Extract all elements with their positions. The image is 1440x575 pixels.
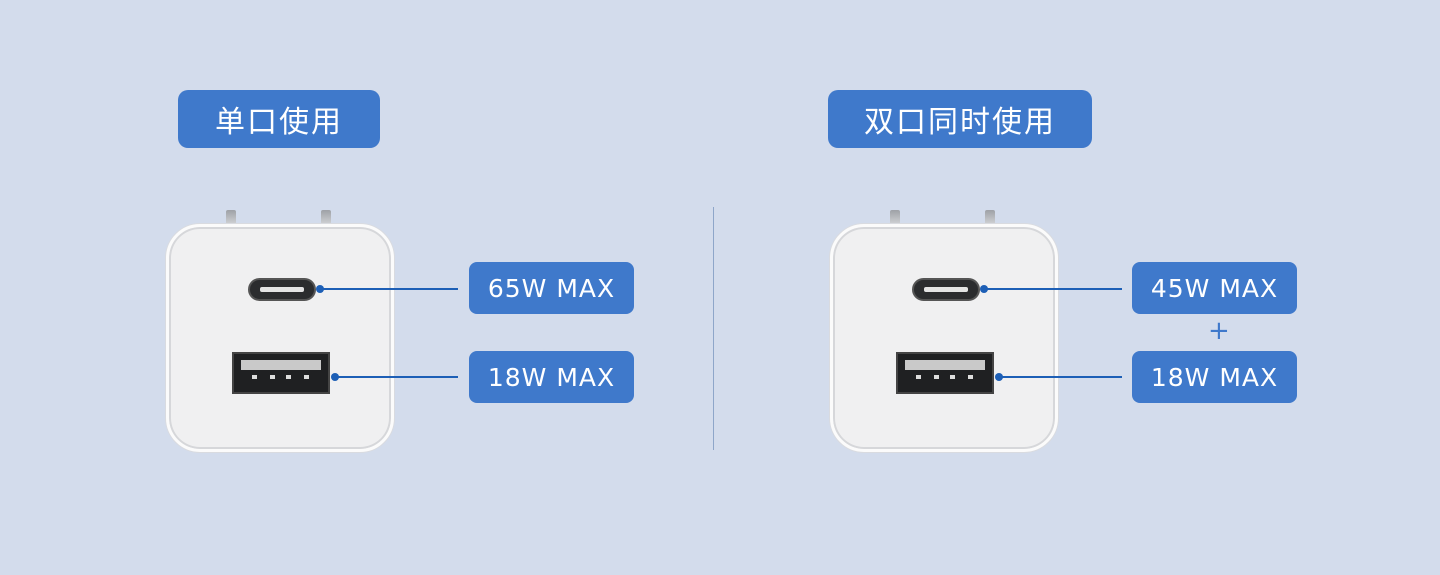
- plug-prong: [321, 210, 331, 224]
- connector-line: [335, 376, 458, 378]
- plug-prong: [985, 210, 995, 224]
- usb-c-port: [912, 278, 980, 301]
- plus-sign: +: [1208, 316, 1230, 346]
- connector-line: [320, 288, 458, 290]
- connector-line: [984, 288, 1122, 290]
- usb-c-power-label: 65W MAX: [469, 262, 634, 314]
- charger-body: [830, 224, 1058, 452]
- usb-c-power-label: 45W MAX: [1132, 262, 1297, 314]
- usb-c-port: [248, 278, 316, 301]
- connector-line: [999, 376, 1122, 378]
- single-port-title: 单口使用: [178, 90, 380, 148]
- dual-port-title: 双口同时使用: [828, 90, 1092, 148]
- plug-prong: [890, 210, 900, 224]
- charger-body: [166, 224, 394, 452]
- usb-a-power-label: 18W MAX: [1132, 351, 1297, 403]
- usb-a-port: [896, 352, 994, 394]
- plug-prong: [226, 210, 236, 224]
- usb-a-port: [232, 352, 330, 394]
- usb-a-power-label: 18W MAX: [469, 351, 634, 403]
- divider: [713, 207, 714, 450]
